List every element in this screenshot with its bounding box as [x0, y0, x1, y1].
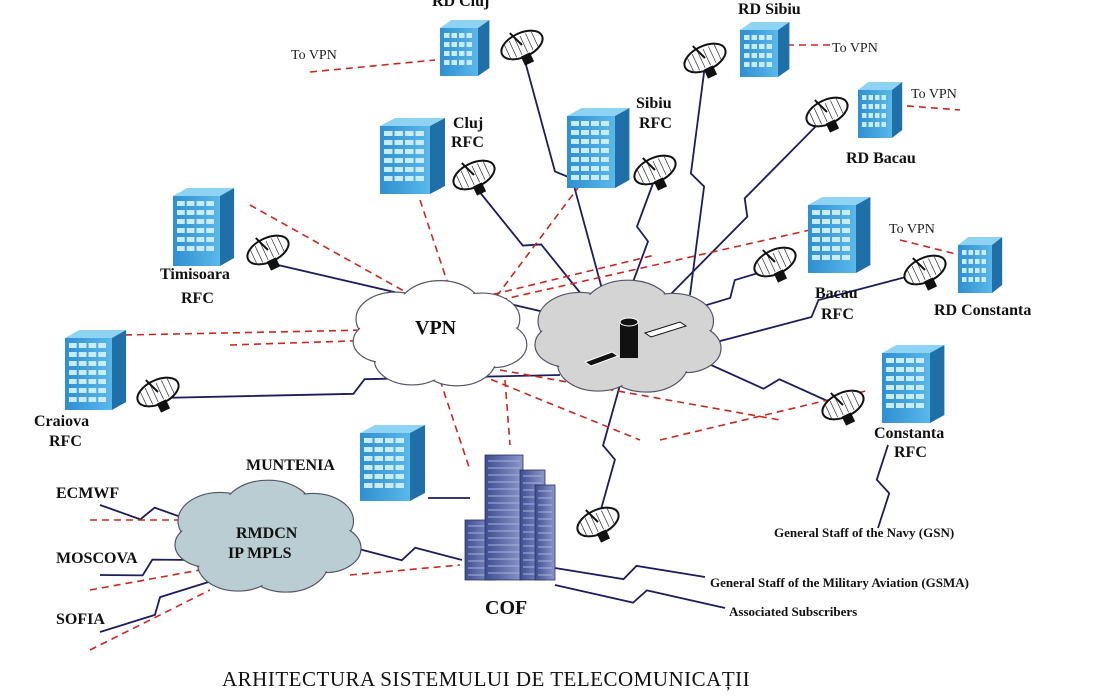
- subscribers-label: Associated Subscribers: [729, 604, 857, 619]
- cluj-rfc-label-2: RFC: [451, 134, 484, 151]
- constanta-rfc-label-2: RFC: [894, 444, 927, 461]
- vpn-link: [249, 204, 421, 301]
- satellite-hub-icon: [583, 317, 688, 367]
- links-layer: [89, 44, 961, 651]
- cluj-rfc-dish-icon: [452, 159, 496, 196]
- to-vpn-label-constanta: To VPN: [889, 222, 935, 237]
- subscribers-link: [554, 584, 726, 609]
- rd-cluj-building: [440, 20, 490, 76]
- sibiu-rfc-dish-icon: [633, 154, 677, 191]
- bacau-rfc-building: [808, 197, 871, 273]
- vpn-link: [469, 254, 656, 301]
- craiova-rfc-building: [65, 330, 127, 410]
- rd-bacau-building: [858, 82, 903, 138]
- sibiu-rfc-label-1: Sibiu: [636, 95, 672, 112]
- satellite-link: [704, 271, 926, 346]
- moscova-link: [99, 558, 196, 577]
- rmdcn-label: RMDCN: [236, 525, 298, 542]
- constanta-rfc-label-1: Constanta: [874, 425, 944, 442]
- rd-bacau-dish-icon: [805, 96, 849, 133]
- craiova-rfc-label-2: RFC: [49, 433, 82, 450]
- timisoara-rfc-dish-icon: [246, 234, 290, 271]
- sibiu-rfc-label-2: RFC: [639, 115, 672, 132]
- cof-label: COF: [485, 597, 527, 619]
- sibiu-rfc-building: [567, 108, 630, 188]
- rmdcn-cof-link: [354, 546, 463, 562]
- gsn-link: [875, 444, 891, 529]
- constanta-rfc-building: [882, 345, 945, 423]
- vpn-link: [504, 379, 511, 446]
- bacau-rfc-label-2: RFC: [821, 306, 854, 323]
- constanta-rfc-dish-icon: [821, 389, 865, 426]
- vpn-cloud-label: VPN: [415, 317, 457, 339]
- vpn-link: [894, 104, 961, 111]
- timisoara-rfc-building: [173, 188, 235, 266]
- diagram-title: ARHITECTURA SISTEMULUI DE TELECOMUNICAȚI…: [222, 667, 750, 691]
- satellite-link: [664, 114, 828, 301]
- rd-sibiu-dish-icon: [683, 42, 727, 79]
- vpn-link: [89, 569, 201, 591]
- vpn-link: [124, 329, 371, 336]
- cluj-rfc-label-1: Cluj: [453, 115, 483, 132]
- rd-cluj-dish-icon: [500, 29, 544, 66]
- rd-sibiu-building: [740, 22, 790, 77]
- satellite-link: [629, 177, 656, 291]
- satellite-link: [597, 384, 621, 521]
- rd-sibiu-label: RD Sibiu: [738, 1, 801, 18]
- satellite-hub-cloud: [534, 279, 722, 393]
- vpn-cloud: [352, 280, 528, 387]
- cof-tower-building: [464, 454, 556, 581]
- nodes-layer: [65, 20, 1003, 581]
- sofia-label: SOFIA: [56, 611, 105, 628]
- ecmwf-label: ECMWF: [56, 485, 119, 502]
- vpn-link: [479, 374, 641, 441]
- vpn-link: [489, 184, 581, 306]
- vpn-link: [309, 59, 436, 73]
- timisoara-rfc-label-1: Timisoara: [160, 266, 230, 283]
- vpn-link: [439, 379, 471, 471]
- craiova-rfc-label-1: Craiova: [34, 413, 89, 430]
- satellite-link: [521, 49, 606, 301]
- ip-mpls-label: IP MPLS: [228, 545, 292, 562]
- satellite-link: [699, 359, 844, 409]
- gsma-label: General Staff of the Military Aviation (…: [710, 575, 969, 590]
- timisoara-rfc-label-2: RFC: [181, 290, 214, 307]
- ecmwf-link: [99, 504, 196, 523]
- moscova-label: MOSCOVA: [56, 550, 138, 567]
- to-vpn-label-bacau: To VPN: [911, 87, 957, 102]
- vpn-link: [499, 229, 811, 301]
- cluj-rfc-building: [380, 118, 445, 194]
- satellite-link: [157, 374, 561, 399]
- satellite-link: [689, 267, 776, 311]
- to-vpn-label-cluj: To VPN: [291, 48, 337, 63]
- to-vpn-label-sibiu: To VPN: [832, 41, 878, 56]
- satellite-link: [473, 184, 591, 306]
- satellite-link: [689, 64, 706, 296]
- rd-constanta-label: RD Constanta: [934, 302, 1031, 319]
- gsma-link: [554, 564, 706, 581]
- cof-dish-icon: [576, 506, 620, 543]
- rd-constanta-building: [958, 237, 1003, 293]
- bacau-rfc-label-1: Bacau: [815, 285, 858, 302]
- vpn-link: [349, 564, 461, 576]
- rd-constanta-dish-icon: [903, 254, 947, 291]
- rd-bacau-label: RD Bacau: [846, 150, 916, 167]
- rmdcn-cloud: [174, 479, 362, 593]
- vpn-link: [419, 199, 451, 291]
- gsn-label: General Staff of the Navy (GSN): [774, 525, 954, 540]
- muntenia-label: MUNTENIA: [246, 457, 335, 474]
- sofia-link: [99, 579, 216, 633]
- bacau-rfc-dish-icon: [753, 246, 797, 283]
- rd-cluj-label: RD Cluj: [432, 0, 489, 10]
- muntenia-building: [360, 425, 425, 501]
- clouds-layer: [174, 279, 722, 593]
- vpn-link: [899, 239, 961, 256]
- vpn-link: [89, 589, 211, 651]
- craiova-rfc-dish-icon: [136, 376, 180, 413]
